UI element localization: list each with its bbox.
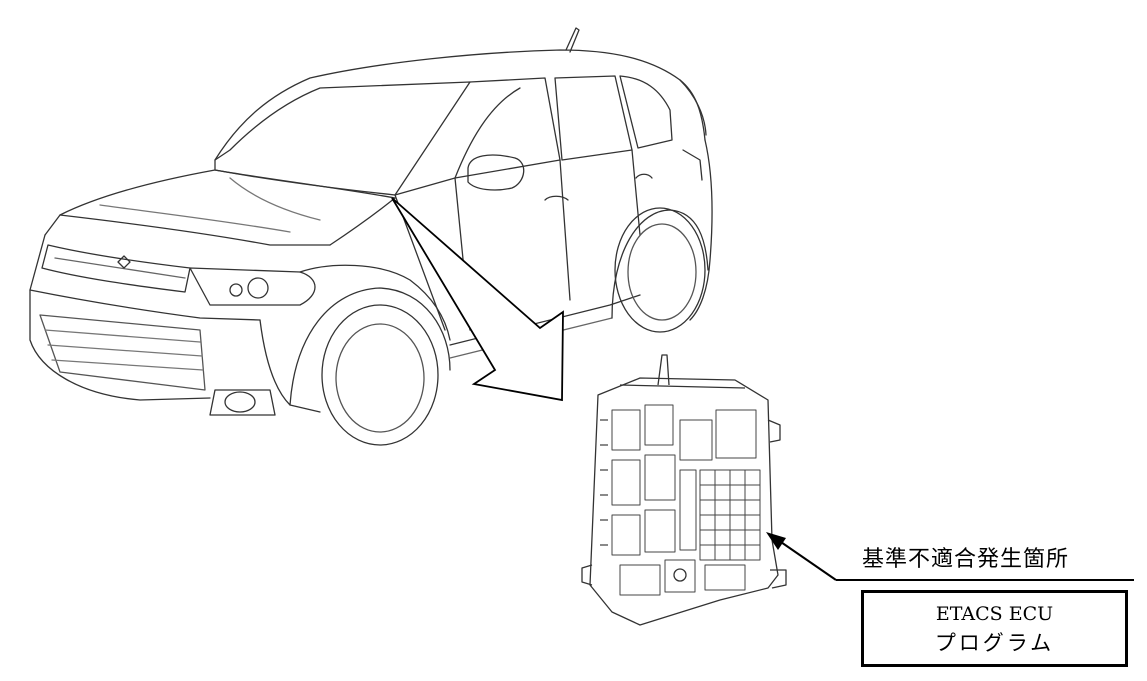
label-line-program: プログラム: [934, 630, 1055, 655]
zoom-callout-wedge: [391, 197, 564, 402]
suv-line-drawing-icon: [29, 27, 713, 446]
nonconformity-location-caption: 基準不適合発生箇所: [862, 547, 1070, 572]
arrow-pointer-icon: [766, 532, 1134, 581]
etacs-ecu-module-icon: [581, 354, 787, 626]
label-line-component: ETACS ECU: [935, 602, 1054, 625]
etacs-program-label-box: ETACS ECU プログラム: [861, 590, 1128, 667]
